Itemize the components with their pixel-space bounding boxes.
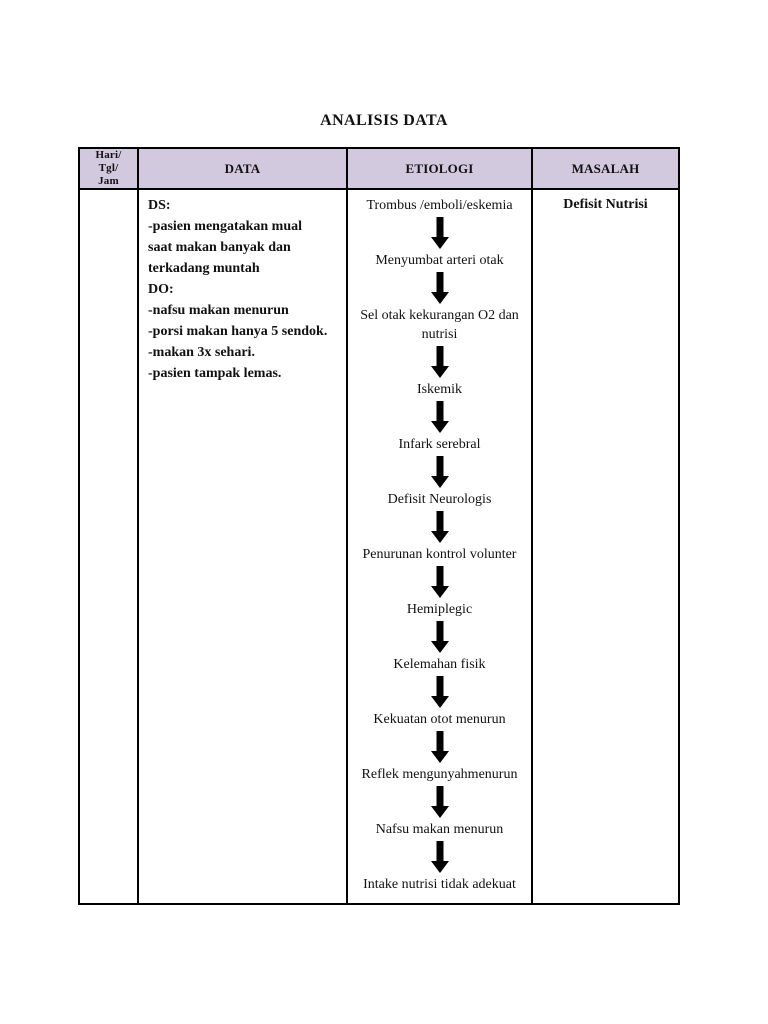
flowchart-step: Penurunan kontrol volunter: [362, 547, 517, 562]
down-arrow-icon: [430, 272, 450, 304]
flowchart-step: Intake nutrisi tidak adekuat: [363, 877, 516, 892]
flowchart-step: Trombus /emboli/eskemia: [366, 198, 513, 213]
cell-data: DS: -pasien mengatakan mual saat makan b…: [139, 190, 348, 903]
down-arrow-icon: [430, 217, 450, 249]
data-line: -pasien mengatakan mual: [148, 219, 303, 234]
flowchart-step: Iskemik: [416, 382, 463, 397]
header-data: DATA: [139, 149, 348, 190]
flowchart-step: Kelemahan fisik: [393, 657, 486, 672]
cell-etiologi: Trombus /emboli/eskemia Menyumbat arteri…: [348, 190, 533, 903]
header-etiologi: ETIOLOGI: [348, 149, 533, 190]
down-arrow-icon: [430, 456, 450, 488]
down-arrow-icon: [430, 566, 450, 598]
etiologi-flowchart: Trombus /emboli/eskemia Menyumbat arteri…: [348, 196, 531, 894]
data-line: -porsi makan hanya 5 sendok.: [148, 324, 328, 339]
down-arrow-icon: [430, 731, 450, 763]
flowchart-step: Nafsu makan menurun: [375, 822, 504, 837]
page-title: ANALISIS DATA: [320, 112, 448, 129]
data-line: -pasien tampak lemas.: [148, 366, 282, 381]
data-line: saat makan banyak dan: [148, 240, 291, 255]
down-arrow-icon: [430, 621, 450, 653]
down-arrow-icon: [430, 786, 450, 818]
flowchart-step: Hemiplegic: [406, 602, 473, 617]
header-hari-tgl-jam: Hari/ Tgl/ Jam: [80, 149, 139, 190]
flowchart-step: Defisit Neurologis: [387, 492, 492, 507]
data-line: DO:: [148, 282, 174, 297]
data-line: terkadang muntah: [148, 261, 260, 276]
flowchart-step: Menyumbat arteri otak: [375, 253, 504, 268]
flowchart-step: Reflek mengunyahmenurun: [361, 767, 518, 782]
down-arrow-icon: [430, 346, 450, 378]
data-line: DS:: [148, 198, 171, 213]
down-arrow-icon: [430, 401, 450, 433]
cell-masalah: Defisit Nutrisi: [533, 190, 678, 903]
flowchart-step: Infark serebral: [398, 437, 481, 452]
flowchart-step: Sel otak kekurangan O2 dan nutrisi: [360, 308, 519, 342]
analysis-data-table: Hari/ Tgl/ Jam DATA ETIOLOGI MASALAH DS:…: [78, 147, 680, 905]
header-masalah: MASALAH: [533, 149, 678, 190]
data-line: -makan 3x sehari.: [148, 345, 255, 360]
data-line: -nafsu makan menurun: [148, 303, 289, 318]
cell-hari-tgl-jam-empty: [80, 190, 139, 903]
down-arrow-icon: [430, 511, 450, 543]
down-arrow-icon: [430, 676, 450, 708]
down-arrow-icon: [430, 841, 450, 873]
flowchart-step: Kekuatan otot menurun: [373, 712, 506, 727]
